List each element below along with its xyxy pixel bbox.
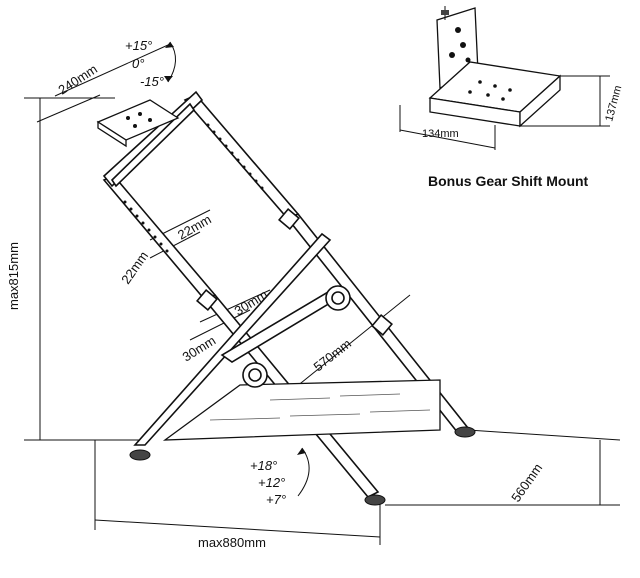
wheel-tilt-angles: +15° 0° -15° — [125, 38, 176, 89]
gear-shift-mount: 134mm 137mm Bonus Gear Shift Mount — [399, 6, 624, 189]
height-dimension: max815mm — [6, 97, 140, 441]
right-post-holes — [206, 123, 264, 190]
pedal-angle-7: +7° — [266, 492, 286, 507]
foot-back-left — [364, 494, 386, 506]
gear-mount-depth-label: 137mm — [603, 84, 624, 123]
wheel-stand-frame — [96, 90, 476, 506]
right-clamp — [278, 208, 300, 230]
pedal-plate — [162, 379, 441, 441]
upper-tube-label-a: 22mm — [175, 212, 214, 243]
front-clamp — [371, 314, 393, 336]
pedal-angle-12: +12° — [258, 475, 285, 490]
top-width-label: 240mm — [55, 61, 100, 97]
left-upper-post — [102, 175, 217, 301]
pedal-angle-18: +18° — [250, 458, 277, 473]
wheel-angle-minus: -15° — [140, 74, 164, 89]
length-label: max880mm — [198, 535, 266, 550]
wheel-angle-plus: +15° — [125, 38, 152, 53]
base-width-dimension: 560mm — [385, 429, 621, 506]
base-width-label: 560mm — [508, 461, 545, 505]
foot-back-right — [454, 426, 476, 438]
front-left-leg — [133, 232, 332, 446]
top-crossbar-inner — [110, 102, 196, 188]
left-post-holes — [123, 200, 169, 253]
gear-mount-width-label: 134mm — [422, 128, 459, 140]
length-dimension: max880mm — [94, 440, 381, 550]
pedal-tilt-angles: +18° +12° +7° — [250, 447, 310, 507]
upper-tube-label-b: 22mm — [118, 249, 151, 287]
foot-front-left — [129, 449, 151, 461]
wheel-angle-zero: 0° — [132, 56, 144, 71]
gear-mount-caption: Bonus Gear Shift Mount — [428, 173, 589, 189]
right-upper-post — [183, 94, 300, 220]
pedal-depth-label: 570mm — [311, 336, 354, 375]
pedal-tilt-arc-icon — [297, 447, 310, 497]
left-clamp — [196, 289, 218, 311]
height-label: max815mm — [6, 242, 21, 310]
